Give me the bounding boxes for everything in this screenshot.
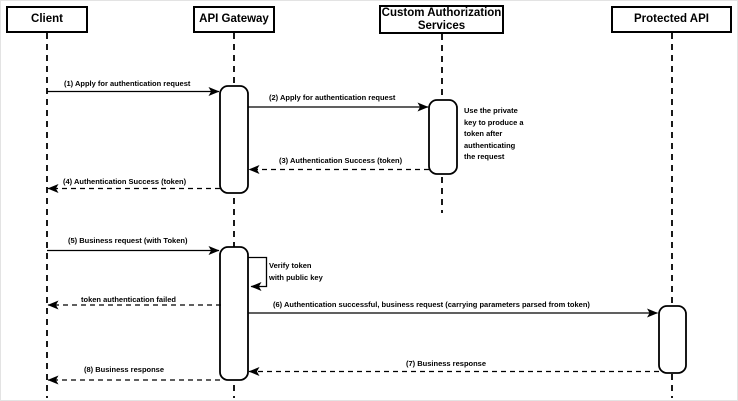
message-label-token-failed: token authentication failed: [81, 295, 177, 304]
message-label-8: (8) Business response: [84, 365, 165, 374]
activation-api-gateway-business: [219, 246, 249, 381]
participant-box-client: Client: [6, 6, 88, 33]
participant-box-custom-auth: Custom Authorization Services: [379, 5, 504, 34]
activation-protected-api: [658, 305, 687, 374]
activation-custom-auth: [428, 99, 458, 175]
message-label-2: (2) Apply for authentication request: [269, 93, 396, 102]
self-message-label-verify-token: Verify token with public key: [269, 261, 323, 282]
message-label-7: (7) Business response: [406, 359, 487, 368]
message-label-5: (5) Business request (with Token): [68, 236, 188, 245]
message-label-6: (6) Authentication successful, business …: [273, 300, 590, 309]
message-arrow-self-verify: [248, 256, 268, 291]
message-label-4: (4) Authentication Success (token): [63, 177, 187, 186]
note-private-key: Use the private key to produce a token a…: [464, 106, 524, 161]
activation-api-gateway-auth: [219, 85, 249, 194]
message-label-1: (1) Apply for authentication request: [64, 79, 191, 88]
participant-box-api-gateway: API Gateway: [193, 6, 275, 33]
message-label-3: (3) Authentication Success (token): [279, 156, 403, 165]
participant-box-protected-api: Protected API: [611, 6, 732, 33]
